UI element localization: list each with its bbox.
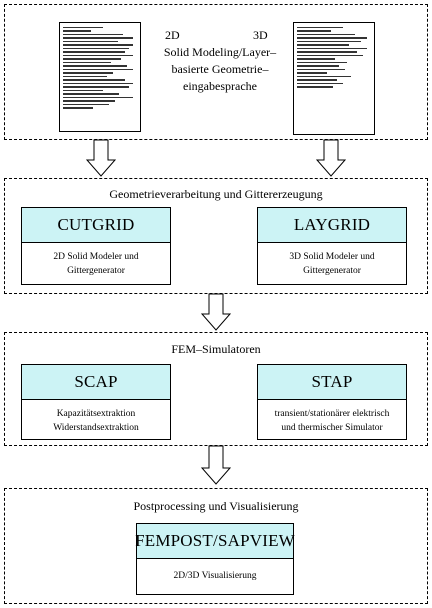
laygrid-title: LAYGRID (258, 208, 406, 243)
scap-module: SCAP Kapazitätsextraktion Widerstandsext… (21, 364, 171, 440)
document-text-line (297, 40, 361, 43)
document-text-line (63, 58, 121, 60)
document-text-line (63, 82, 133, 85)
fempost-module: FEMPOST/SAPVIEW 2D/3D Visualisierung (135, 523, 295, 595)
input-description-line1: Solid Modeling/Layer– (163, 45, 277, 59)
document-text-line (63, 68, 133, 71)
document-text-line (63, 86, 129, 88)
scap-description: Kapazitätsextraktion Widerstandsextrakti… (53, 409, 139, 433)
document-text-line (63, 30, 91, 32)
document-text-line (63, 33, 123, 36)
input-description-line2: basierte Geometrie– (171, 62, 269, 76)
document-text-line (63, 93, 119, 95)
document-text-line (63, 79, 125, 81)
fempost-title: FEMPOST/SAPVIEW (135, 524, 295, 559)
stap-module: STAP transient/stationärer elektrisch un… (257, 364, 407, 440)
geometry-section: Geometrieverarbeitung und Gittererzeugun… (4, 178, 428, 294)
document-text-line (297, 58, 335, 60)
document-text-lines-2d (63, 27, 135, 111)
laygrid-module: LAYGRID 3D Solid Modeler und Gittergener… (257, 207, 407, 285)
stap-description: transient/stationärer elektrisch und the… (274, 409, 390, 433)
document-text-line (63, 107, 93, 109)
document-text-line (63, 96, 133, 99)
fem-section: FEM–Simulatoren SCAP Kapazitätsextraktio… (4, 332, 428, 446)
document-text-line (63, 54, 133, 57)
cutgrid-title: CUTGRID (22, 208, 170, 243)
scap-title: SCAP (22, 365, 170, 400)
document-text-line (63, 65, 127, 67)
document-text-line (297, 51, 357, 53)
document-text-line (297, 30, 331, 32)
document-text-line (297, 75, 351, 78)
document-text-line (63, 47, 129, 50)
document-text-line (63, 103, 109, 106)
document-text-line (63, 72, 113, 74)
document-text-line (297, 47, 367, 50)
document-text-line (63, 75, 107, 78)
input-label-3d: 3D (253, 28, 268, 42)
fempost-description: 2D/3D Visualisierung (173, 571, 257, 581)
document-text-line (297, 33, 355, 36)
document-text-line (63, 51, 125, 53)
post-section: Postprocessing und Visualisierung FEMPOS… (4, 488, 428, 604)
arrow-input-to-cutgrid (85, 139, 117, 177)
laygrid-description: 3D Solid Modeler und Gittergenerator (289, 252, 375, 276)
input-document-2d (59, 22, 141, 132)
document-text-line (297, 82, 343, 85)
document-text-line (63, 27, 103, 29)
document-text-line (63, 44, 133, 46)
document-text-line (297, 44, 349, 46)
document-text-line (297, 79, 337, 81)
document-text-line (297, 54, 363, 57)
fem-section-title: FEM–Simulatoren (171, 342, 261, 356)
post-section-title: Postprocessing und Visualisierung (133, 499, 299, 513)
input-document-3d (293, 22, 375, 135)
document-text-line (63, 89, 103, 92)
document-text-line (63, 37, 133, 39)
cutgrid-description: 2D Solid Modeler und Gittergenerator (53, 252, 139, 276)
document-text-line (297, 72, 327, 74)
geometry-section-title: Geometrieverarbeitung und Gittererzeugun… (109, 187, 323, 201)
arrow-input-to-laygrid (315, 139, 347, 177)
arrow-geometry-to-fem (200, 293, 232, 331)
document-text-line (63, 100, 115, 102)
document-text-line (297, 65, 339, 67)
arrow-fem-to-post (200, 445, 232, 485)
stap-title: STAP (258, 365, 406, 400)
document-text-line (63, 40, 118, 43)
input-label-2d: 2D (165, 28, 180, 42)
input-description-line3: eingabesprache (183, 79, 257, 93)
input-section: 2D 3D Solid Modeling/Layer– basierte Geo… (4, 4, 428, 140)
document-text-line (297, 27, 343, 29)
document-text-line (297, 68, 345, 71)
cutgrid-module: CUTGRID 2D Solid Modeler und Gittergener… (21, 207, 171, 285)
document-text-lines-3d (297, 27, 369, 90)
document-text-line (297, 86, 333, 88)
document-text-line (297, 37, 367, 39)
document-text-line (63, 61, 111, 64)
document-text-line (297, 61, 347, 64)
